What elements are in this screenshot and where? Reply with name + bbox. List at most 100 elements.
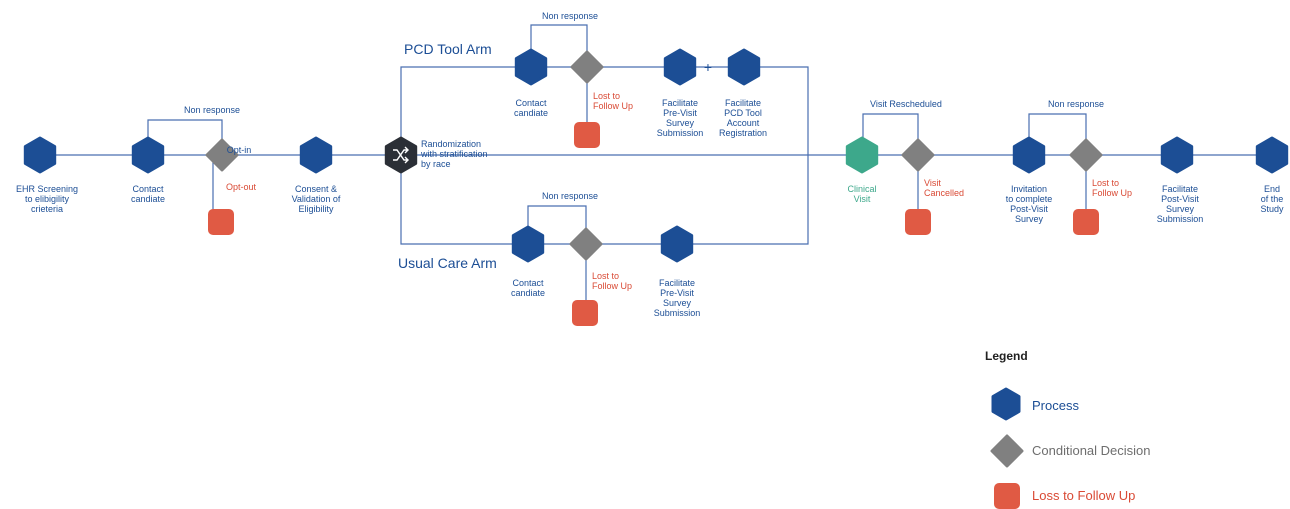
uc-previsit-label-line: Survey [663, 298, 692, 308]
pcd-tool-arm-label: PCD Tool Arm [404, 41, 492, 57]
legend-loss-symbol [994, 483, 1020, 509]
non-response-label-4: Non response [1048, 99, 1104, 109]
visit-cancelled-label-line: Visit [924, 178, 941, 188]
pcd-previsit-survey-node [663, 48, 697, 86]
clinical-visit-label-line: Visit [854, 194, 871, 204]
pcd-registration-label-line: Facilitate [725, 98, 761, 108]
uc-contact-label-line: candiate [511, 288, 545, 298]
uc-lost-label-line: Follow Up [592, 281, 632, 291]
invitation-post-visit-node [1012, 136, 1046, 174]
pcd-non-response-decision [570, 50, 604, 84]
non-response-label-3: Non response [542, 191, 598, 201]
invitation-label-line: Post-Visit [1010, 204, 1048, 214]
pcd-previsit-label-line: Submission [657, 128, 704, 138]
end-of-study-label-line: Study [1260, 204, 1284, 214]
plus-sign: + [704, 59, 712, 75]
pcd-registration-label-line: Account [727, 118, 760, 128]
invitation-label-line: Survey [1015, 214, 1044, 224]
post-visit-survey-label-line: Survey [1166, 204, 1195, 214]
opt-in-label: Opt-in [227, 145, 252, 155]
invitation-label-line: Invitation [1011, 184, 1047, 194]
uc-lost-label-line: Lost to [592, 271, 619, 281]
ehr-screening-label-line: crieteria [31, 204, 63, 214]
legend-decision-label: Conditional Decision [1032, 443, 1151, 458]
post-lost-label-line: Follow Up [1092, 188, 1132, 198]
pcd-lost-to-follow-up [574, 122, 600, 148]
pcd-previsit-label-line: Pre-Visit [663, 108, 697, 118]
usual-care-arm-branch [400, 155, 530, 245]
randomization-label-line: Randomization [421, 139, 481, 149]
pcd-contact-node [514, 48, 548, 86]
visit-decision [901, 138, 935, 172]
opt-out-label-line: Opt-out [226, 182, 257, 192]
visit-cancelled-label-line: Cancelled [924, 188, 964, 198]
uc-non-response-decision [569, 227, 603, 261]
uc-lost-to-follow-up [572, 300, 598, 326]
randomization-label-line: with stratification [420, 149, 488, 159]
invitation-label-line: to complete [1006, 194, 1053, 204]
pcd-arm-branch [400, 66, 532, 155]
connector-lines [40, 24, 1272, 313]
non-response-loop-3 [527, 205, 587, 244]
consent-validation-label-line: Consent & [295, 184, 337, 194]
post-visit-survey-label-line: Facilitate [1162, 184, 1198, 194]
shuffle-icon [393, 146, 409, 164]
pcd-arm-line [532, 66, 809, 155]
end-of-study-label-line: of the [1261, 194, 1284, 204]
uc-contact-node [511, 225, 545, 263]
uc-previsit-label-line: Facilitate [659, 278, 695, 288]
contact-candidate-label-line: Contact [132, 184, 164, 194]
non-response-loop-4 [1028, 113, 1087, 155]
non-response-loop-2 [530, 24, 588, 67]
end-of-study-label-line: End [1264, 184, 1280, 194]
pcd-registration-label-line: PCD Tool [724, 108, 762, 118]
clinical-visit-label-line: Clinical [847, 184, 876, 194]
pcd-account-registration-node [727, 48, 761, 86]
pcd-contact-label-line: Contact [515, 98, 547, 108]
post-visit-survey-node [1160, 136, 1194, 174]
post-visit-decision [1069, 138, 1103, 172]
non-response-label-2: Non response [542, 11, 598, 21]
post-lost-label-line: Lost to [1092, 178, 1119, 188]
ehr-screening-label-line: to elibigility [25, 194, 70, 204]
randomization-label-line: by race [421, 159, 451, 169]
uc-previsit-label-line: Submission [654, 308, 701, 318]
visit-rescheduled-label: Visit Rescheduled [870, 99, 942, 109]
pcd-previsit-label-line: Survey [666, 118, 695, 128]
legend-decision-symbol [990, 434, 1024, 468]
consent-validation-label-line: Validation of [292, 194, 341, 204]
end-of-study-node [1255, 136, 1289, 174]
pcd-previsit-label-line: Facilitate [662, 98, 698, 108]
pcd-lost-label-line: Lost to [593, 91, 620, 101]
pcd-lost-label-line: Follow Up [593, 101, 633, 111]
uc-previsit-label-line: Pre-Visit [660, 288, 694, 298]
legend: Legend Process Conditional Decision Loss… [985, 349, 1151, 509]
clinical-visit-node [845, 136, 879, 174]
consent-validation-node [299, 136, 333, 174]
diagram-labels: PCD Tool Arm Usual Care Arm + Opt-in Non… [16, 11, 1284, 318]
usual-arm-line [530, 155, 809, 245]
consent-validation-label-line: Eligibility [298, 204, 334, 214]
non-response-label-1: Non response [184, 105, 240, 115]
usual-care-arm-label: Usual Care Arm [398, 255, 497, 271]
ehr-screening-node [23, 136, 57, 174]
diagram-shapes [23, 48, 1289, 326]
post-visit-survey-label-line: Post-Visit [1161, 194, 1199, 204]
